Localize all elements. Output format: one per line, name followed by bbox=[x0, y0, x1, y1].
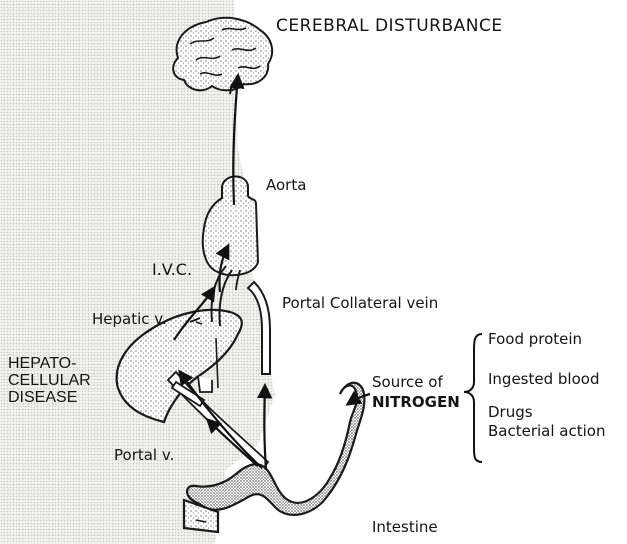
source-food-protein: Food protein bbox=[488, 332, 582, 347]
aorta-label: Aorta bbox=[266, 178, 306, 193]
source-ingested-blood: Ingested blood bbox=[488, 372, 599, 387]
cerebral-disturbance-label: CEREBRAL DISTURBANCE bbox=[276, 18, 503, 35]
portal-collateral-vein-label: Portal Collateral vein bbox=[282, 296, 438, 311]
intestine-label: Intestine bbox=[372, 520, 438, 535]
source-of-label: Source of bbox=[372, 375, 443, 390]
portal-collateral-vein bbox=[248, 282, 270, 374]
brain-illustration bbox=[173, 18, 272, 94]
source-bacterial-action: Bacterial action bbox=[488, 424, 605, 439]
arrow-portal-to-hepatic bbox=[208, 420, 258, 466]
portal-v-label: Portal v. bbox=[114, 448, 174, 463]
hepatic-v-label: Hepatic v. bbox=[92, 312, 167, 327]
ivc-label: I.V.C. bbox=[152, 262, 192, 278]
hepatocellular-disease-label: HEPATO- CELLULAR DISEASE bbox=[8, 356, 91, 406]
nitrogen-label: NITROGEN bbox=[372, 395, 460, 410]
disease-line-2: CELLULAR bbox=[8, 373, 91, 390]
disease-line-1: HEPATO- bbox=[8, 356, 91, 373]
intestine-illustration bbox=[184, 383, 364, 532]
source-drugs: Drugs bbox=[488, 405, 533, 420]
arrow-collateral-up bbox=[264, 386, 266, 470]
disease-line-3: DISEASE bbox=[8, 390, 91, 407]
sources-brace bbox=[464, 334, 482, 462]
